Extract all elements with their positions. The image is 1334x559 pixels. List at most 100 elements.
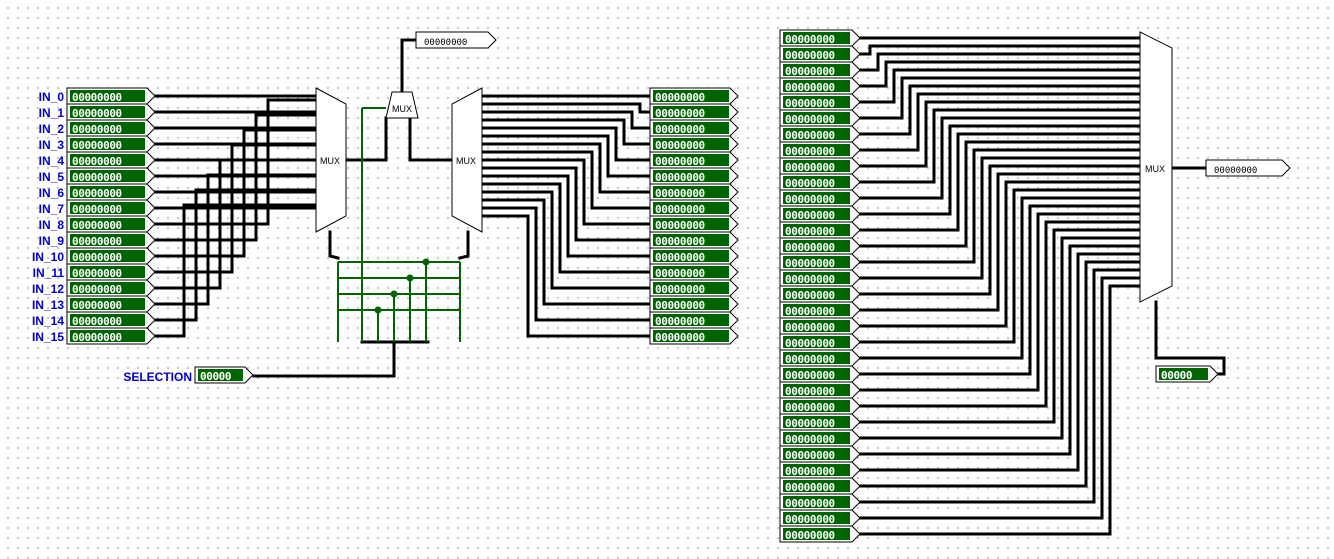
right-input-wire-18: [856, 180, 1142, 328]
mux-left: MUX: [315, 87, 347, 233]
pins: 0000000000000000000000000000000000000000…: [66, 29, 1291, 543]
right-input-pin-23[interactable]: 00000000: [779, 397, 861, 415]
right-input-wire-16: [856, 164, 1142, 296]
mux-right-select-stub: [458, 230, 470, 260]
input-label-13: IN_13: [32, 298, 64, 312]
input-pin-1[interactable]: 00000000: [66, 103, 156, 121]
right-input-pin-3[interactable]: 00000000: [779, 77, 861, 95]
right-input-pin-30[interactable]: 00000000: [779, 509, 861, 527]
pin-value: 00000000: [785, 241, 835, 254]
input-pin-0[interactable]: 00000000: [66, 87, 156, 105]
right-input-pin-2[interactable]: 00000000: [779, 61, 861, 79]
pin-value: 00000000: [72, 267, 122, 280]
output-wire-12: [480, 190, 652, 290]
input-pin-12[interactable]: 00000000: [66, 279, 156, 297]
mux-label: MUX: [320, 156, 340, 166]
right-input-pin-8[interactable]: 00000000: [779, 157, 861, 175]
right-input-pin-17[interactable]: 00000000: [779, 301, 861, 319]
right-input-pin-0[interactable]: 00000000: [779, 29, 861, 47]
right-input-pin-18[interactable]: 00000000: [779, 317, 861, 335]
pin-value: 00000000: [785, 529, 835, 542]
input-pin-10[interactable]: 00000000: [66, 247, 156, 265]
right-input-wire-27: [856, 252, 1142, 472]
pin-value: 00000000: [785, 401, 835, 414]
output-pin-14: 00000000: [649, 311, 739, 329]
output-wire-8: [480, 158, 652, 226]
output-pin-12: 00000000: [649, 279, 739, 297]
right-input-wire-10: [856, 116, 1142, 200]
input-wire-14: [154, 188, 318, 322]
right-input-pin-21[interactable]: 00000000: [779, 365, 861, 383]
pin-value: 00000000: [785, 113, 835, 126]
right-input-pin-6[interactable]: 00000000: [779, 125, 861, 143]
right-input-pin-11[interactable]: 00000000: [779, 205, 861, 223]
right-input-pin-29[interactable]: 00000000: [779, 493, 861, 511]
right-input-pin-25[interactable]: 00000000: [779, 429, 861, 447]
right-input-wire-28: [856, 260, 1142, 488]
right-input-wire-31: [856, 284, 1142, 536]
input-pin-2[interactable]: 00000000: [66, 119, 156, 137]
right-input-pin-24[interactable]: 00000000: [779, 413, 861, 431]
right-input-wire-24: [856, 228, 1142, 424]
right-input-pin-16[interactable]: 00000000: [779, 285, 861, 303]
right-input-pin-13[interactable]: 00000000: [779, 237, 861, 255]
input-wire-15: [154, 203, 318, 338]
output-wire-14: [480, 206, 652, 322]
pin-value: 00000000: [655, 235, 705, 248]
right-input-pin-19[interactable]: 00000000: [779, 333, 861, 351]
input-wire-8: [154, 98, 318, 226]
right-input-pin-5[interactable]: 00000000: [779, 109, 861, 127]
right-input-pin-9[interactable]: 00000000: [779, 173, 861, 191]
right-input-pin-1[interactable]: 00000000: [779, 45, 861, 63]
output-wire-11: [480, 182, 652, 274]
selection-pin[interactable]: 00000: [194, 366, 254, 384]
input-pin-13[interactable]: 00000000: [66, 295, 156, 313]
sel-junction: [390, 290, 398, 298]
right-input-pin-14[interactable]: 00000000: [779, 253, 861, 271]
input-label-5: IN_5: [39, 170, 65, 184]
input-pin-6[interactable]: 00000000: [66, 183, 156, 201]
input-pin-3[interactable]: 00000000: [66, 135, 156, 153]
input-label-11: IN_11: [33, 266, 65, 280]
input-pin-4[interactable]: 00000000: [66, 151, 156, 169]
right-input-pin-12[interactable]: 00000000: [779, 221, 861, 239]
pin-value: 00000000: [424, 38, 467, 48]
right-input-pin-20[interactable]: 00000000: [779, 349, 861, 367]
right-input-pin-28[interactable]: 00000000: [779, 477, 861, 495]
big-select-pin[interactable]: 00000: [1155, 365, 1219, 383]
right-input-pin-10[interactable]: 00000000: [779, 189, 861, 207]
right-input-pin-26[interactable]: 00000000: [779, 445, 861, 463]
right-input-pin-27[interactable]: 00000000: [779, 461, 861, 479]
mux-top-to-right: [408, 116, 454, 162]
input-pin-7[interactable]: 00000000: [66, 199, 156, 217]
input-pin-5[interactable]: 00000000: [66, 167, 156, 185]
output-wire-3: [480, 118, 652, 146]
output-wire-7: [480, 150, 652, 210]
pin-value: 00000000: [785, 481, 835, 494]
pin-value: 00000000: [785, 353, 835, 366]
right-input-wire-9: [856, 108, 1142, 184]
pin-value: 00000000: [785, 81, 835, 94]
pin-value: 00000000: [785, 465, 835, 478]
pin-value: 00000000: [72, 107, 122, 120]
right-input-wire-6: [856, 84, 1142, 136]
input-pin-15[interactable]: 00000000: [66, 327, 156, 345]
right-input-pin-22[interactable]: 00000000: [779, 381, 861, 399]
pin-value: 00000000: [785, 513, 835, 526]
pin-value: 00000000: [655, 123, 705, 136]
pin-value: 00000000: [655, 331, 705, 344]
right-input-pin-7[interactable]: 00000000: [779, 141, 861, 159]
input-label-7: IN_7: [39, 202, 65, 216]
right-input-pin-15[interactable]: 00000000: [779, 269, 861, 287]
right-input-pin-31[interactable]: 00000000: [779, 525, 861, 543]
output-pin-4: 00000000: [649, 151, 739, 169]
pin-value: 00000: [1161, 369, 1192, 382]
right-input-pin-4[interactable]: 00000000: [779, 93, 861, 111]
input-pin-14[interactable]: 00000000: [66, 311, 156, 329]
output-wire-5: [480, 134, 652, 178]
input-pin-11[interactable]: 00000000: [66, 263, 156, 281]
input-pin-8[interactable]: 00000000: [66, 215, 156, 233]
input-pin-9[interactable]: 00000000: [66, 231, 156, 249]
